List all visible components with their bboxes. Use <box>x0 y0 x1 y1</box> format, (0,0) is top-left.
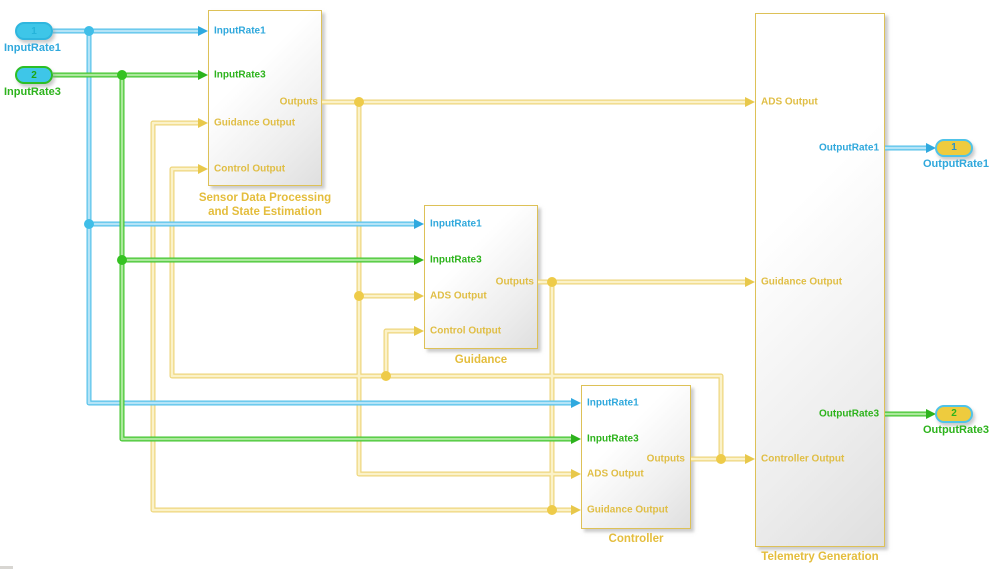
guidance-port-inputrate1: InputRate1 <box>430 218 482 230</box>
block-controller[interactable] <box>581 385 691 529</box>
telemetry-port-controller-output: Controller Output <box>761 453 845 465</box>
telemetry-port-ads-output: ADS Output <box>761 96 818 108</box>
telemetry-port-outputrate1: OutputRate1 <box>819 142 879 154</box>
guidance-port-ads-output: ADS Output <box>430 290 487 302</box>
inport-inputrate1[interactable]: 1 <box>15 22 53 40</box>
telemetry-block-title: Telemetry Generation <box>761 551 879 563</box>
guidance-port-control-output: Control Output <box>430 325 502 337</box>
guidance-block-title: Guidance <box>454 354 508 366</box>
block-guidance[interactable] <box>424 205 538 349</box>
telemetry-port-outputrate3: OutputRate3 <box>819 408 879 420</box>
wire-ads-to-guidance[interactable] <box>356 102 416 299</box>
wire-guidance-to-sensor[interactable] <box>150 120 552 513</box>
wire-group-rate3[interactable] <box>53 72 927 442</box>
junction-dots <box>84 26 726 515</box>
sensor-port-inputrate3: InputRate3 <box>214 69 266 81</box>
sensor-port-inputrate1: InputRate1 <box>214 25 266 37</box>
outport-outputrate3-label: OutputRate3 <box>923 424 989 436</box>
telemetry-port-guidance-output: Guidance Output <box>761 276 843 288</box>
inport-inputrate3-label: InputRate3 <box>4 86 61 98</box>
sensor-block-title: Sensor Data Processing and State Estimat… <box>198 192 332 218</box>
outport-outputrate1[interactable]: 1 <box>935 139 973 157</box>
block-telemetry-generation[interactable] <box>755 13 885 547</box>
wire-ads-to-controller[interactable] <box>356 296 573 477</box>
controller-port-guidance-output: Guidance Output <box>587 504 669 516</box>
partial-ui-fragment <box>0 566 13 569</box>
outport-outputrate3[interactable]: 2 <box>935 405 973 423</box>
inport-inputrate1-label: InputRate1 <box>4 42 61 54</box>
controller-port-outputs: Outputs <box>646 453 685 465</box>
controller-port-inputrate3: InputRate3 <box>587 433 639 445</box>
inport-inputrate3[interactable]: 2 <box>15 66 53 84</box>
wire-arrowheads <box>198 26 936 515</box>
controller-block-title: Controller <box>608 533 664 545</box>
wire-control-to-guidance[interactable] <box>383 328 416 376</box>
outport-outputrate1-label: OutputRate1 <box>923 158 989 170</box>
wire-group-rate1[interactable] <box>53 28 927 406</box>
guidance-port-outputs: Outputs <box>495 276 534 288</box>
guidance-port-inputrate3: InputRate3 <box>430 254 482 266</box>
controller-port-inputrate1: InputRate1 <box>587 397 639 409</box>
controller-port-ads-output: ADS Output <box>587 468 644 480</box>
sensor-port-control-output: Control Output <box>214 163 286 175</box>
block-sensor-data-processing[interactable] <box>208 10 322 186</box>
sensor-port-guidance-output: Guidance Output <box>214 117 296 129</box>
sensor-port-outputs: Outputs <box>279 96 318 108</box>
